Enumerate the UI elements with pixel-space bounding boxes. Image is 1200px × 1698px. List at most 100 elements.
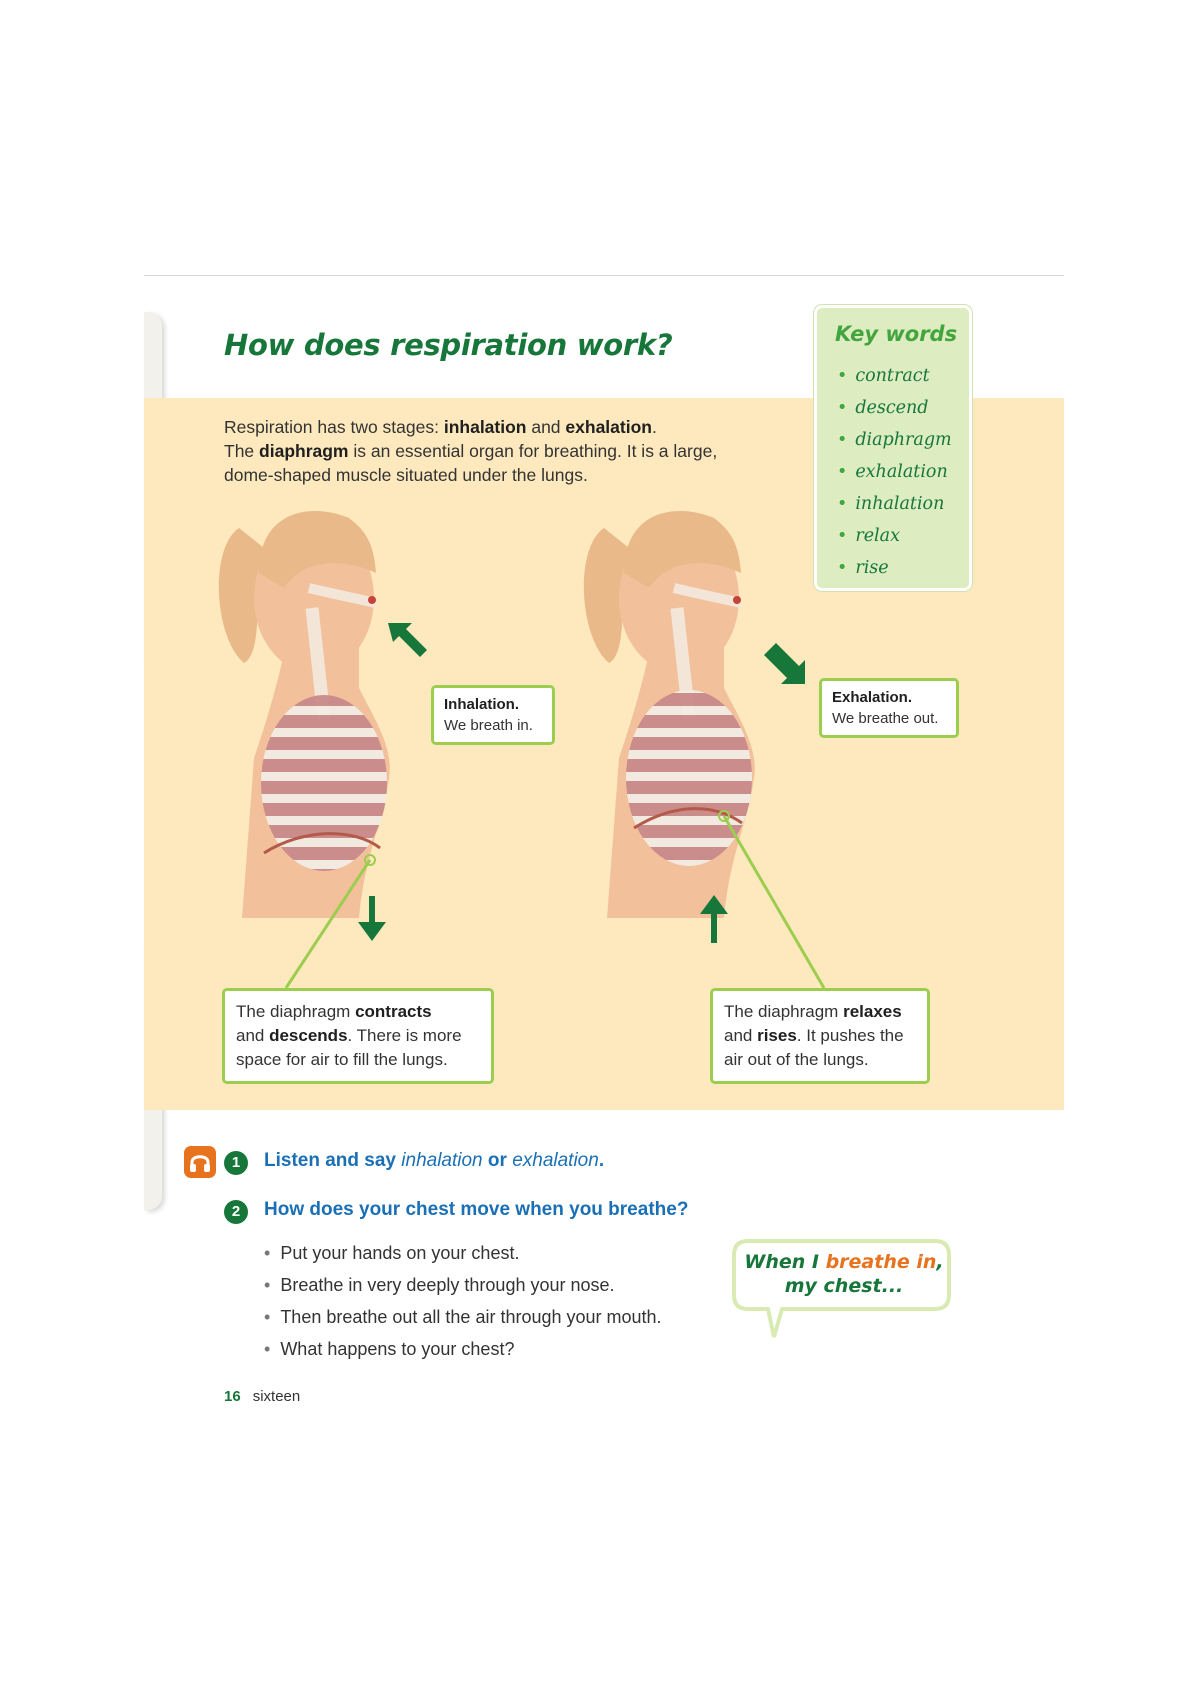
step-item: • Put your hands on your chest. (264, 1237, 662, 1269)
activity-number-2: 2 (224, 1200, 248, 1224)
callout-relaxes: The diaphragm relaxes and rises. It push… (710, 988, 930, 1084)
respiration-illustration (218, 510, 826, 989)
callout-text: We breathe out. (832, 710, 939, 727)
bullet-icon: • (264, 1275, 271, 1295)
key-word-item: • exhalation (837, 456, 952, 488)
bullet-icon: • (837, 366, 848, 386)
key-word-item: • contract (837, 360, 952, 392)
bubble-text-part: When I (744, 1251, 826, 1273)
page-number: 16 (224, 1388, 241, 1405)
bullet-icon: • (837, 430, 848, 450)
audio-icon[interactable] (184, 1146, 216, 1178)
instruction-term: inhalation (401, 1150, 483, 1171)
callout-text: The diaphragm (724, 1002, 844, 1021)
diaphragm-marker (718, 810, 730, 822)
term-inhalation: inhalation (443, 417, 527, 437)
intro-text-part: and (526, 417, 566, 437)
step-text: Put your hands on your chest. (280, 1243, 520, 1263)
callout-text: and (236, 1026, 270, 1045)
speech-bubble (732, 1239, 951, 1338)
callout-text: and (724, 1026, 758, 1045)
speech-bubble-text: When I breathe in, my chest... (744, 1250, 944, 1298)
arrow-diaphragm-up (700, 895, 728, 943)
page-footer: 16 sixteen (224, 1388, 300, 1405)
key-word-item: • inhalation (837, 488, 952, 520)
bullet-icon: • (837, 558, 848, 578)
intro-text-part: dome-shaped muscle situated under the lu… (224, 465, 588, 485)
intro-text: Respiration has two stages: inhalation a… (224, 415, 784, 487)
pointer-line-inhalation (284, 859, 372, 989)
callout-term: relaxes (843, 1002, 902, 1021)
callout-title: Exhalation. (832, 689, 913, 706)
intro-text-part: The (224, 441, 260, 461)
callout-exhalation: Exhalation. We breathe out. (819, 678, 959, 738)
bubble-text-part: my chest... (784, 1275, 904, 1297)
key-word-item: • diaphragm (837, 424, 952, 456)
activity-2-question: How does your chest move when you breath… (264, 1199, 689, 1220)
bullet-icon: • (264, 1339, 271, 1359)
key-word-item: • relax (837, 520, 952, 552)
callout-text: The diaphragm (236, 1002, 356, 1021)
callout-contracts: The diaphragm contracts and descends. Th… (222, 988, 494, 1084)
instruction-text: Listen and say (264, 1150, 402, 1171)
pointer-line-exhalation (722, 815, 826, 989)
page-number-word: sixteen (252, 1388, 301, 1405)
key-word-item: • rise (837, 552, 952, 584)
key-word-text: descend (855, 398, 929, 418)
step-item: • What happens to your chest? (264, 1333, 662, 1365)
bubble-highlight: breathe in (825, 1251, 937, 1273)
bullet-icon: • (837, 526, 848, 546)
bubble-text-part: , (936, 1251, 944, 1273)
instruction-text: . (598, 1150, 605, 1171)
term-diaphragm: diaphragm (259, 441, 349, 461)
callout-term: contracts (355, 1002, 432, 1021)
arrow-air-out (764, 643, 805, 684)
key-words-box: Key words • contract • descend • diaphragm … (814, 305, 972, 591)
callout-term: descends (269, 1026, 348, 1045)
step-text: Then breathe out all the air through you… (280, 1307, 662, 1327)
bullet-icon: • (837, 462, 848, 482)
diaphragm-marker (364, 854, 376, 866)
key-word-text: diaphragm (855, 430, 952, 450)
key-word-text: rise (855, 558, 889, 578)
key-word-text: exhalation (855, 462, 948, 482)
bullet-icon: • (264, 1243, 271, 1263)
callout-text: air out of the lungs. (724, 1050, 869, 1069)
key-words-title: Key words (835, 322, 958, 346)
step-item: • Then breathe out all the air through yo… (264, 1301, 662, 1333)
callout-inhalation: Inhalation. We breath in. (431, 685, 555, 745)
figure-inhalation (218, 510, 390, 918)
callout-text: space for air to fill the lungs. (236, 1050, 448, 1069)
key-word-text: contract (855, 366, 930, 386)
activity-number-1: 1 (224, 1151, 248, 1175)
callout-text: We breath in. (444, 717, 533, 734)
top-rule (144, 275, 1064, 276)
key-word-text: relax (855, 526, 900, 546)
key-word-text: inhalation (855, 494, 945, 514)
activity-2-steps: • Put your hands on your chest. • Breathe … (264, 1237, 662, 1365)
arrow-air-in (388, 623, 427, 657)
intro-text-part: . (651, 417, 657, 437)
key-words-list: • contract • descend • diaphragm • exhalatio… (837, 360, 952, 584)
callout-text: . There is more (347, 1026, 462, 1045)
figure-exhalation (583, 510, 755, 918)
arrow-diaphragm-down (358, 896, 386, 941)
key-word-item: • descend (837, 392, 952, 424)
instruction-text: or (482, 1150, 513, 1171)
callout-term: rises (757, 1026, 797, 1045)
term-exhalation: exhalation (565, 417, 652, 437)
bullet-icon: • (837, 494, 848, 514)
page-title: How does respiration work? (224, 328, 673, 362)
step-item: • Breathe in very deeply through your nos… (264, 1269, 662, 1301)
activity-1-instruction: Listen and say inhalation or exhalation. (264, 1150, 604, 1172)
bullet-icon: • (264, 1307, 271, 1327)
callout-text: . It pushes the (796, 1026, 904, 1045)
step-text: What happens to your chest? (280, 1339, 515, 1359)
instruction-term: exhalation (512, 1150, 599, 1171)
callout-title: Inhalation. (444, 696, 519, 713)
headphones-icon (190, 1155, 210, 1172)
intro-text-part: is an essential organ for breathing. It … (348, 441, 718, 461)
intro-text-part: Respiration has two stages: (224, 417, 444, 437)
step-text: Breathe in very deeply through your nose… (280, 1275, 615, 1295)
bullet-icon: • (837, 398, 848, 418)
